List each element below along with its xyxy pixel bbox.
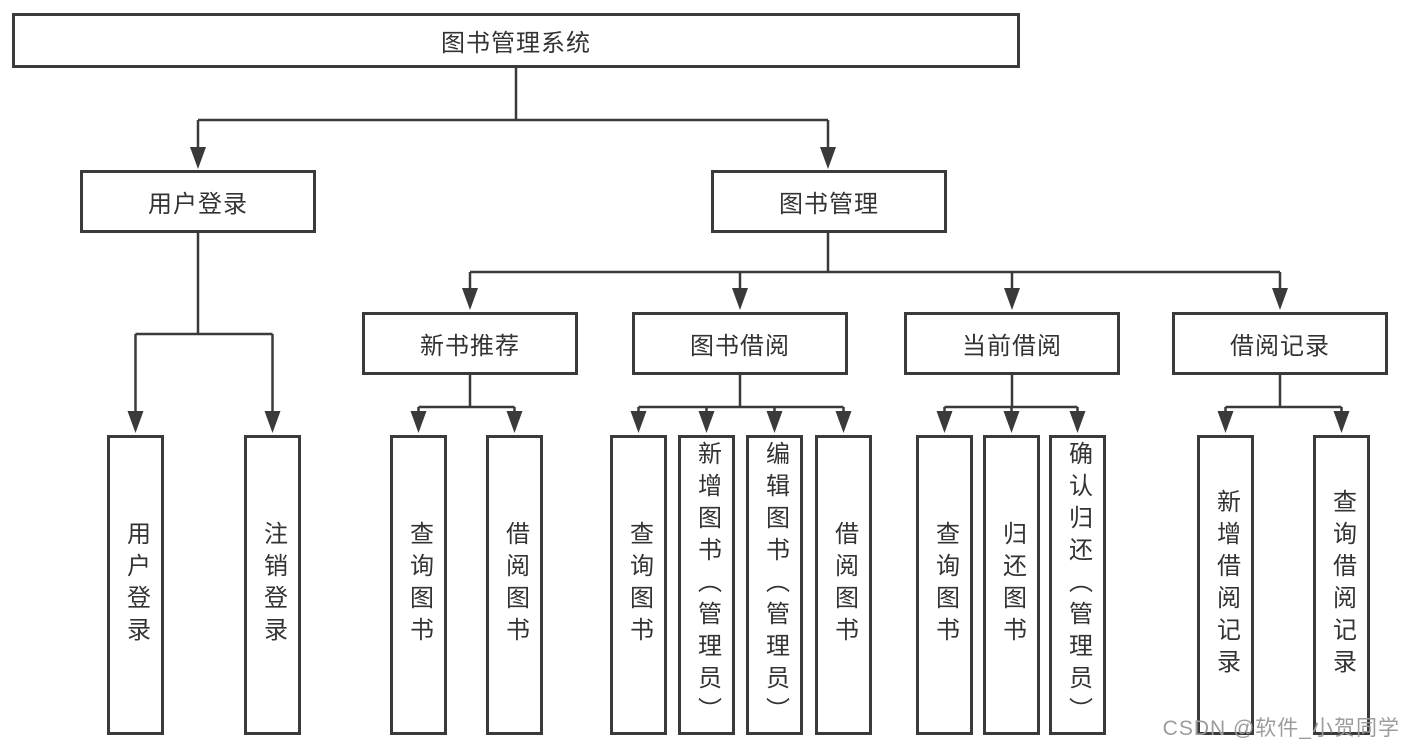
node-book-management: 图书管理 <box>711 170 947 233</box>
leaf-return-book-label: 归还图书 <box>998 521 1026 649</box>
leaf-add-borrow-record: 新增借阅记录 <box>1197 435 1254 735</box>
arrowheads <box>127 147 1350 433</box>
leaf-edit-book-admin-label: 编辑图书（管理员） <box>761 441 789 729</box>
node-book-borrowing: 图书借阅 <box>632 312 848 375</box>
leaf-borrow-books-borrowing: 借阅图书 <box>815 435 872 735</box>
leaf-borrow-books-recommend-label: 借阅图书 <box>501 521 529 649</box>
leaf-query-books-recommend: 查询图书 <box>390 435 447 735</box>
leaf-confirm-return-admin: 确认归还（管理员） <box>1049 435 1106 735</box>
leaf-borrow-books-recommend: 借阅图书 <box>486 435 543 735</box>
leaf-edit-book-admin: 编辑图书（管理员） <box>746 435 803 735</box>
leaf-query-books-current-label: 查询图书 <box>931 521 959 649</box>
leaf-return-book: 归还图书 <box>983 435 1040 735</box>
node-current-borrowing: 当前借阅 <box>904 312 1120 375</box>
node-root-library-system: 图书管理系统 <box>12 13 1020 68</box>
leaf-query-books-borrowing-label: 查询图书 <box>625 521 653 649</box>
csdn-watermark: CSDN @软件_小贺同学 <box>1162 717 1400 740</box>
leaf-add-book-admin-label: 新增图书（管理员） <box>693 441 721 729</box>
leaf-query-books-recommend-label: 查询图书 <box>405 521 433 649</box>
leaf-add-book-admin: 新增图书（管理员） <box>678 435 735 735</box>
leaf-add-borrow-record-label: 新增借阅记录 <box>1212 489 1240 681</box>
node-user-login: 用户登录 <box>80 170 316 233</box>
leaf-user-login: 用户登录 <box>107 435 164 735</box>
node-new-book-recommend: 新书推荐 <box>362 312 578 375</box>
leaf-query-borrow-record-label: 查询借阅记录 <box>1328 489 1356 681</box>
leaf-query-borrow-record: 查询借阅记录 <box>1313 435 1370 735</box>
node-borrowing-records: 借阅记录 <box>1172 312 1388 375</box>
leaf-user-login-label: 用户登录 <box>122 521 150 649</box>
leaf-query-books-current: 查询图书 <box>916 435 973 735</box>
leaf-query-books-borrowing: 查询图书 <box>610 435 667 735</box>
leaf-confirm-return-admin-label: 确认归还（管理员） <box>1064 441 1092 729</box>
leaf-borrow-books-borrowing-label: 借阅图书 <box>830 521 858 649</box>
leaf-logout-label: 注销登录 <box>259 521 287 649</box>
leaf-logout: 注销登录 <box>244 435 301 735</box>
